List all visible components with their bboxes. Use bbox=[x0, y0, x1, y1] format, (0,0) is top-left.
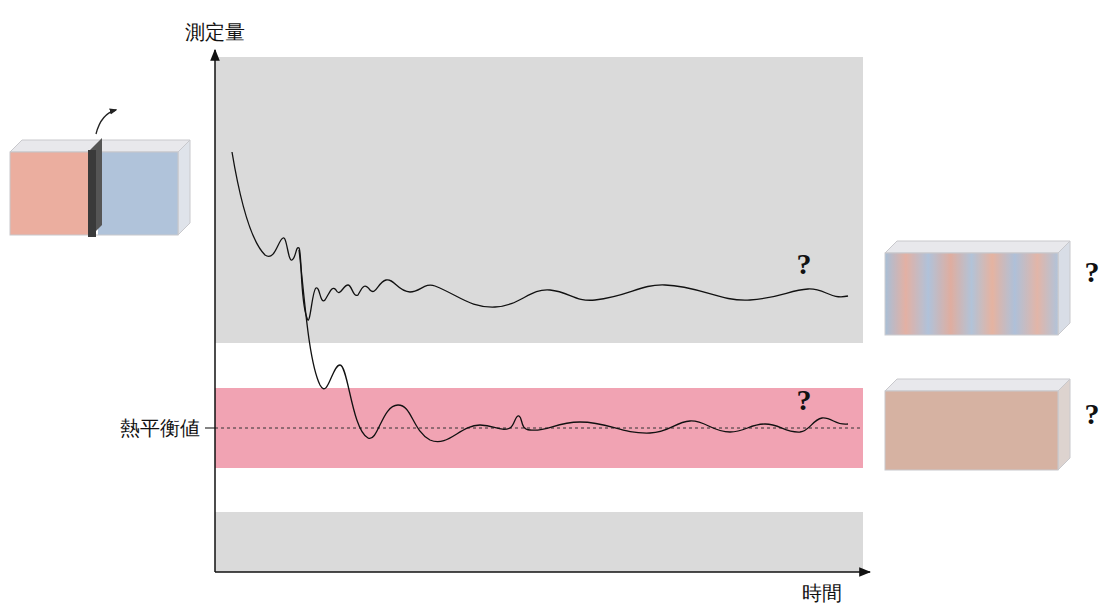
uniform-box bbox=[885, 379, 1070, 470]
question-mark: ? bbox=[797, 247, 812, 282]
question-mark: ? bbox=[797, 383, 812, 418]
initial-box bbox=[10, 110, 190, 237]
grey-band bbox=[215, 512, 863, 572]
x-axis bbox=[215, 571, 870, 573]
value-label: 熱平衡値 bbox=[120, 417, 200, 440]
question-mark: ? bbox=[1085, 397, 1100, 432]
y-axis bbox=[214, 50, 216, 572]
axis-label: 時間 bbox=[802, 582, 842, 605]
question-mark: ? bbox=[1085, 255, 1100, 290]
grey-band bbox=[215, 57, 863, 343]
axis-label: 測定量 bbox=[185, 21, 245, 44]
equilibrium-line bbox=[215, 428, 862, 429]
equilibrium-band bbox=[215, 388, 863, 468]
upper-curve bbox=[232, 152, 848, 320]
striped-box bbox=[885, 241, 1070, 335]
tick bbox=[205, 427, 215, 428]
lower-curve bbox=[299, 250, 848, 442]
